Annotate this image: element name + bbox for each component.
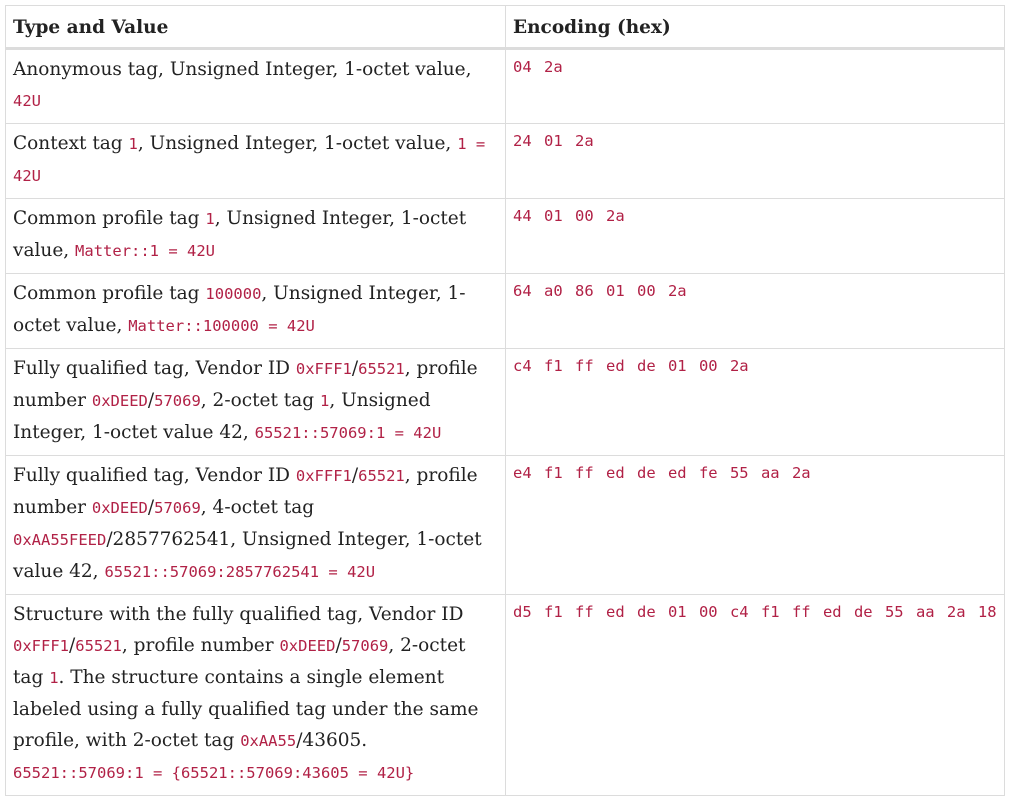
text: , 2-octet tag bbox=[13, 635, 466, 688]
table-row: Anonymous tag, Unsigned Integer, 1-octet… bbox=[5, 48, 1005, 124]
code: 42U bbox=[13, 92, 41, 110]
code: 65521::57069:1 = {65521::57069:43605 = 4… bbox=[13, 764, 415, 782]
code: 1 bbox=[205, 210, 215, 228]
text: , profile number bbox=[13, 358, 478, 411]
code: 0xAA55FEED bbox=[13, 531, 107, 549]
text: , Unsigned Integer, 1-octet value, bbox=[13, 283, 466, 336]
code: 0xAA55 bbox=[240, 732, 297, 750]
table-row: Common profile tag 1, Unsigned Integer, … bbox=[5, 198, 1005, 274]
table-row: Common profile tag 100000, Unsigned Inte… bbox=[5, 273, 1005, 349]
text: / bbox=[147, 497, 155, 518]
code: 0xDEED bbox=[91, 499, 148, 517]
text: Context tag bbox=[13, 133, 129, 154]
text: / bbox=[351, 465, 359, 486]
table-row: Structure with the fully qualified tag, … bbox=[5, 594, 1005, 796]
text: , profile number bbox=[121, 635, 280, 656]
encoding-cell: 24 01 2a bbox=[505, 123, 1005, 199]
column-header-encoding: Encoding (hex) bbox=[505, 5, 1005, 50]
code: Matter::1 = 42U bbox=[75, 242, 216, 260]
code: 65521::57069:1 = 42U bbox=[254, 424, 442, 442]
text: Fully qualified tag, Vendor ID bbox=[13, 465, 296, 486]
encoding-cell: c4 f1 ff ed de 01 00 2a bbox=[505, 348, 1005, 456]
code: 65521::57069:2857762541 = 42U bbox=[104, 563, 376, 581]
encoding-cell: 04 2a bbox=[505, 48, 1005, 124]
text: / bbox=[69, 635, 76, 656]
text: / bbox=[351, 358, 359, 379]
text: Anonymous tag, Unsigned Integer, 1-octet… bbox=[13, 59, 472, 80]
text: , Unsigned Integer, 1-octet value, bbox=[137, 133, 458, 154]
text: , 4-octet tag bbox=[200, 497, 315, 518]
code: 1 = 42U bbox=[13, 135, 486, 185]
text: , Unsigned Integer, 1-octet value 42, bbox=[13, 390, 431, 443]
text: , Unsigned Integer, 1-octet value, bbox=[13, 208, 467, 261]
text: / bbox=[335, 635, 342, 656]
table-header-row: Type and Value Encoding (hex) bbox=[5, 5, 1005, 50]
code: 100000 bbox=[205, 285, 262, 303]
text: /2857762541, Unsigned Integer, 1-octet v… bbox=[13, 529, 482, 582]
code: 57069 bbox=[341, 637, 389, 655]
text: , profile number bbox=[13, 465, 478, 518]
column-header-type-value: Type and Value bbox=[5, 5, 506, 50]
tlv-encoding-table: Type and Value Encoding (hex) Anonymous … bbox=[5, 5, 1005, 796]
code: Matter::100000 = 42U bbox=[128, 317, 315, 335]
encoding-cell: e4 f1 ff ed de ed fe 55 aa 2a bbox=[505, 455, 1005, 595]
type-value-cell: Common profile tag 1, Unsigned Integer, … bbox=[5, 198, 506, 274]
code: 0xFFF1 bbox=[295, 360, 352, 378]
type-value-cell: Structure with the fully qualified tag, … bbox=[5, 594, 506, 796]
type-value-cell: Common profile tag 100000, Unsigned Inte… bbox=[5, 273, 506, 349]
code: 65521 bbox=[358, 467, 405, 485]
text: /43605. bbox=[296, 730, 368, 751]
code: 0xFFF1 bbox=[295, 467, 352, 485]
type-value-cell: Fully qualified tag, Vendor ID 0xFFF1/65… bbox=[5, 455, 506, 595]
encoding-cell: 64 a0 86 01 00 2a bbox=[505, 273, 1005, 349]
code: 1 bbox=[128, 135, 138, 153]
table-row: Context tag 1, Unsigned Integer, 1-octet… bbox=[5, 123, 1005, 199]
code: 1 bbox=[319, 392, 330, 410]
text: Structure with the fully qualified tag, … bbox=[13, 604, 464, 625]
text: . The structure contains a single elemen… bbox=[13, 667, 479, 751]
text: / bbox=[147, 390, 155, 411]
text: , 2-octet tag bbox=[200, 390, 320, 411]
code: 57069 bbox=[154, 499, 201, 517]
code: 65521 bbox=[358, 360, 405, 378]
table-row: Fully qualified tag, Vendor ID 0xFFF1/65… bbox=[5, 348, 1005, 456]
code: 0xDEED bbox=[279, 637, 336, 655]
code: 57069 bbox=[154, 392, 201, 410]
type-value-cell: Fully qualified tag, Vendor ID 0xFFF1/65… bbox=[5, 348, 506, 456]
code: 1 bbox=[49, 669, 59, 687]
text: Common profile tag bbox=[13, 283, 206, 304]
code: 0xDEED bbox=[91, 392, 148, 410]
table-row: Fully qualified tag, Vendor ID 0xFFF1/65… bbox=[5, 455, 1005, 595]
text: Common profile tag bbox=[13, 208, 206, 229]
code: 65521 bbox=[75, 637, 122, 655]
encoding-cell: d5 f1 ff ed de 01 00 c4 f1 ff ed de 55 a… bbox=[505, 594, 1005, 796]
encoding-cell: 44 01 00 2a bbox=[505, 198, 1005, 274]
text: Fully qualified tag, Vendor ID bbox=[13, 358, 296, 379]
type-value-cell: Anonymous tag, Unsigned Integer, 1-octet… bbox=[5, 48, 506, 124]
type-value-cell: Context tag 1, Unsigned Integer, 1-octet… bbox=[5, 123, 506, 199]
code: 0xFFF1 bbox=[13, 637, 69, 655]
